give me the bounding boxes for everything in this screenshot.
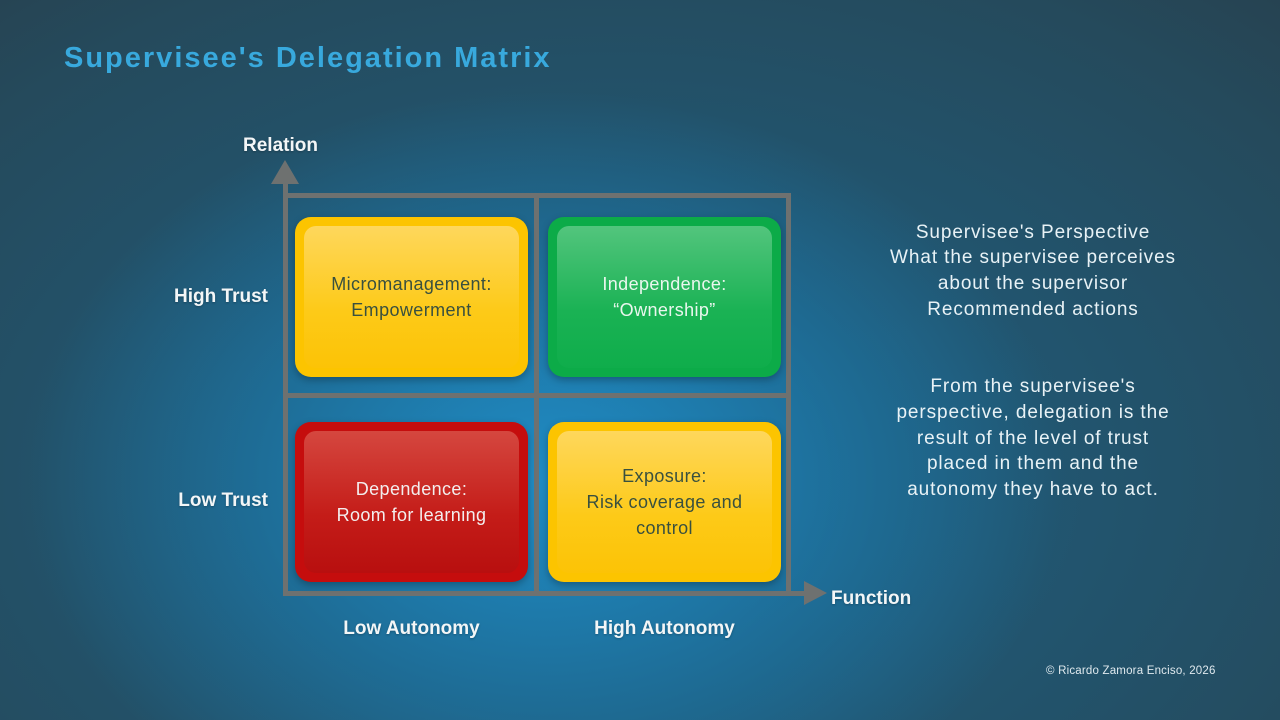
quadrant-label: Independence: “Ownership” (602, 274, 727, 320)
quadrant-exposure: Exposure: Risk coverage and control (548, 422, 781, 582)
quadrant-inner-panel: Micromanagement: Empowerment (304, 226, 519, 368)
quadrant-label: Exposure: Risk coverage and control (586, 466, 743, 538)
row-label-high-trust: High Trust (174, 286, 268, 307)
y-axis-label: Relation (243, 135, 318, 156)
page-title: Supervisee's Delegation Matrix (64, 42, 552, 74)
copyright-notice: © Ricardo Zamora Enciso, 2026 (1046, 665, 1216, 677)
side-text-body: From the supervisee's perspective, deleg… (896, 376, 1170, 501)
col-label-low-autonomy: Low Autonomy (343, 618, 480, 639)
quadrant-dependence: Dependence: Room for learning (295, 422, 528, 582)
quadrant-independence: Independence: “Ownership” (548, 217, 781, 377)
matrix-grid-horizontal-divider (283, 393, 791, 398)
quadrant-label: Dependence: Room for learning (336, 479, 487, 525)
quadrant-micromanagement: Micromanagement: Empowerment (295, 217, 528, 377)
side-text-intro: Supervisee's Perspective What the superv… (890, 221, 1176, 320)
quadrant-inner-panel: Dependence: Room for learning (304, 431, 519, 573)
quadrant-label: Micromanagement: Empowerment (331, 274, 492, 320)
side-text-block: Supervisee's Perspective What the superv… (852, 194, 1214, 528)
arrow-right-icon (804, 581, 827, 605)
row-label-low-trust: Low Trust (178, 490, 268, 511)
quadrant-inner-panel: Exposure: Risk coverage and control (557, 431, 772, 573)
x-axis-label: Function (831, 588, 912, 609)
quadrant-inner-panel: Independence: “Ownership” (557, 226, 772, 368)
arrow-up-icon (271, 160, 299, 184)
col-label-high-autonomy: High Autonomy (594, 618, 735, 639)
